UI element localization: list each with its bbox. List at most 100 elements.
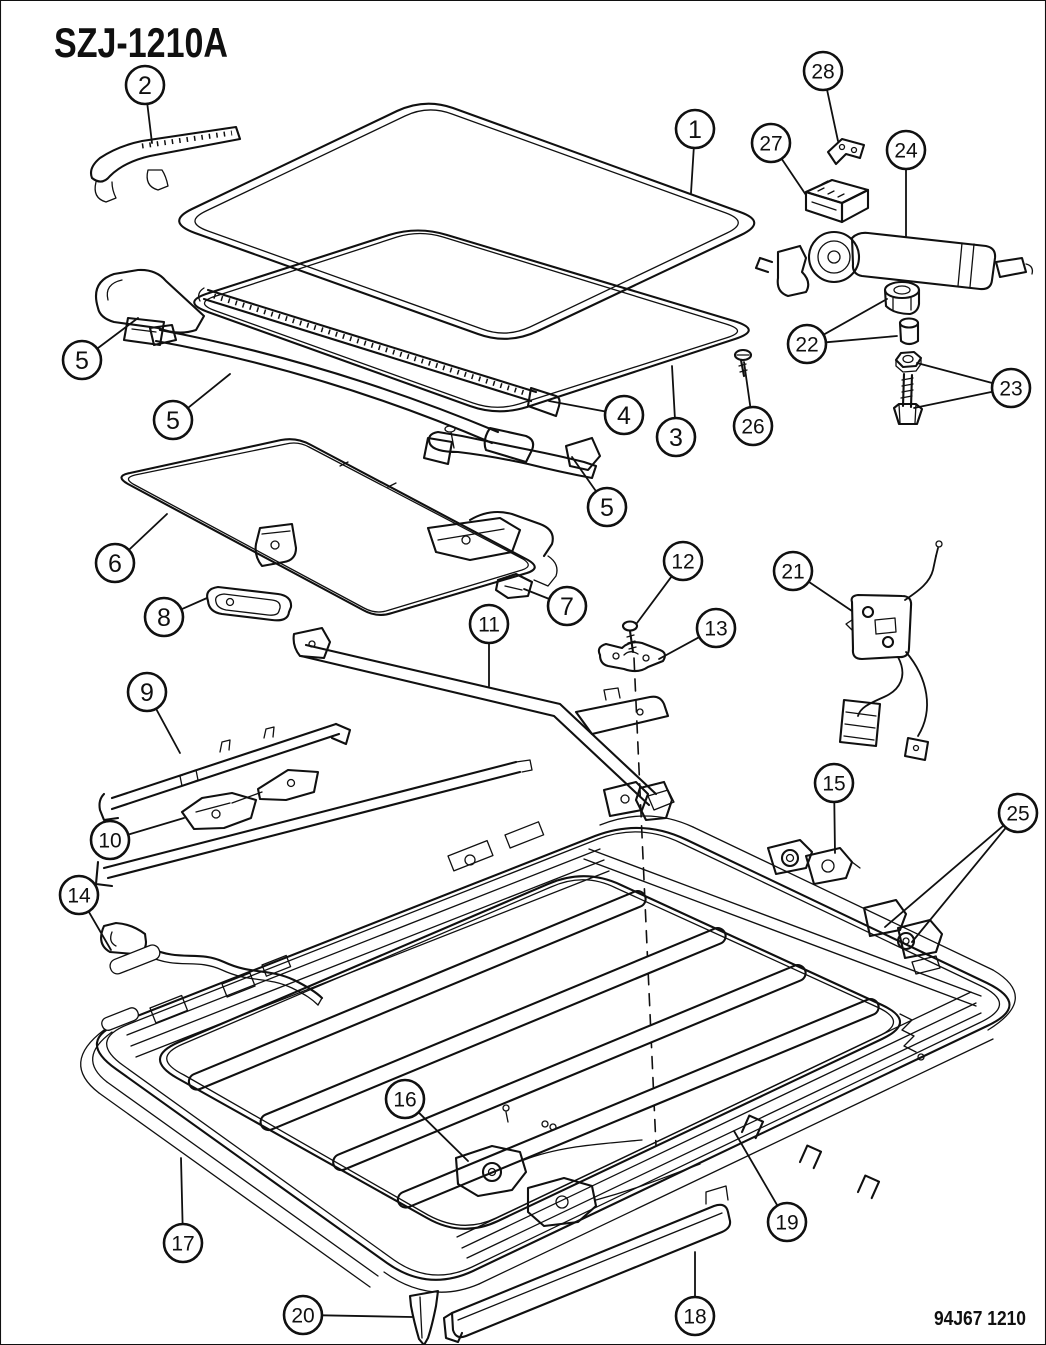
part-drain-spout <box>408 1289 440 1345</box>
part-cable-drive-assembly <box>454 1104 701 1228</box>
callout-circle <box>732 405 774 447</box>
callout-circle <box>94 542 136 584</box>
callout-number: 18 <box>683 1305 706 1328</box>
part-deflector-arm-left <box>94 268 206 347</box>
callout-leader-line <box>87 910 112 951</box>
callout-circle <box>885 129 927 171</box>
frame-roof-bows <box>187 890 880 1209</box>
callout-leader-line <box>186 373 231 410</box>
callout-circle <box>124 64 166 106</box>
frame-mounting-hooks <box>740 1114 881 1200</box>
callout-number: 1 <box>688 116 702 144</box>
callout-5: 5 <box>571 456 628 528</box>
callout-number: 16 <box>393 1088 416 1111</box>
callout-circle <box>603 394 645 436</box>
part-lift-bracket <box>597 641 666 673</box>
callout-number: 3 <box>669 424 683 452</box>
callout-number: 23 <box>999 377 1022 400</box>
callout-10: 10 <box>89 817 185 861</box>
callout-3: 3 <box>655 365 697 458</box>
callout-leader-line <box>571 456 597 493</box>
callout-circle <box>772 550 814 592</box>
callout-number: 26 <box>741 415 764 438</box>
part-sunroof-motor <box>754 230 1034 298</box>
callout-number: 21 <box>781 560 804 583</box>
callout-20: 20 <box>282 1294 413 1336</box>
callout-17: 17 <box>162 1157 204 1264</box>
part-seal-retainer-strip <box>198 287 561 418</box>
callout-7: 7 <box>523 585 588 627</box>
callout-leader-line <box>913 390 994 409</box>
callout-leader-line <box>916 362 994 385</box>
callout-number: 5 <box>166 407 180 435</box>
callout-number: 4 <box>617 402 631 430</box>
callout-leader-line <box>180 1157 184 1225</box>
callout-21: 21 <box>772 550 853 612</box>
callout-number: 9 <box>140 679 154 707</box>
callout-number: 20 <box>291 1304 314 1327</box>
callout-5: 5 <box>61 317 139 381</box>
callout-circle <box>750 122 792 164</box>
callout-22: 22 <box>786 298 898 365</box>
part-side-rail <box>442 1185 732 1344</box>
callout-circle <box>126 671 168 713</box>
callout-leader-line <box>548 400 607 413</box>
callout-6: 6 <box>94 513 168 584</box>
callout-number: 17 <box>171 1232 194 1255</box>
callout-circle <box>990 367 1032 409</box>
callout-leader-line <box>127 513 168 551</box>
callout-circle <box>695 607 737 649</box>
callout-number: 12 <box>671 550 694 573</box>
callout-circle <box>89 819 131 861</box>
callout-1: 1 <box>674 108 716 194</box>
callout-layer: 1234555678910111213141516171819202122232… <box>58 50 1039 1337</box>
callout-leader-line <box>96 317 139 350</box>
sheet-number: 94J67 1210 <box>934 1308 1026 1330</box>
part-lift-mechanism-right <box>766 838 861 886</box>
callout-circle <box>655 416 697 458</box>
part-sunshade-left-guide <box>254 522 298 568</box>
callout-number: 27 <box>759 132 782 155</box>
callout-circle <box>58 874 100 916</box>
callout-number: 22 <box>795 333 818 356</box>
callout-leader-line <box>417 1111 469 1162</box>
callout-leader-line <box>523 588 551 600</box>
callout-leader-line <box>743 361 752 409</box>
callout-leader-line <box>155 707 181 754</box>
callout-18: 18 <box>674 1251 716 1337</box>
callout-circle <box>662 540 704 582</box>
part-deflector-arm-right <box>422 430 602 480</box>
callout-leader-line <box>658 636 701 660</box>
callout-circle <box>997 792 1039 834</box>
callout-circle <box>813 762 855 804</box>
callout-2: 2 <box>124 64 166 144</box>
callout-circle <box>674 1295 716 1337</box>
callout-leader-line <box>825 335 898 344</box>
part-retaining-clip <box>826 137 866 166</box>
callout-leader-line <box>321 1314 413 1318</box>
callout-leader-line <box>180 597 208 611</box>
frame-roof-panel <box>80 780 1016 1293</box>
callout-number: 15 <box>822 772 845 795</box>
part-sunshade-panel <box>120 438 536 616</box>
callout-circle <box>786 323 828 365</box>
part-front-deflector-seal <box>89 125 242 203</box>
callout-circle <box>143 596 185 638</box>
callout-circle <box>384 1078 426 1120</box>
part-glass-seal-ring <box>193 229 750 413</box>
callout-number: 10 <box>98 829 121 852</box>
callout-23: 23 <box>913 362 1032 409</box>
callout-12: 12 <box>636 540 704 624</box>
part-mounting-bolt <box>892 372 924 426</box>
callout-leader-line <box>833 801 836 854</box>
callout-19: 19 <box>733 1130 808 1243</box>
callout-circle <box>162 1222 204 1264</box>
callout-leader-line <box>127 817 185 836</box>
callout-27: 27 <box>750 122 807 196</box>
callout-leader-line <box>780 157 807 196</box>
callout-circle <box>766 1201 808 1243</box>
callout-leader-line <box>671 365 676 419</box>
callout-number: 28 <box>811 60 834 83</box>
part-wind-deflector-blade <box>148 323 535 464</box>
